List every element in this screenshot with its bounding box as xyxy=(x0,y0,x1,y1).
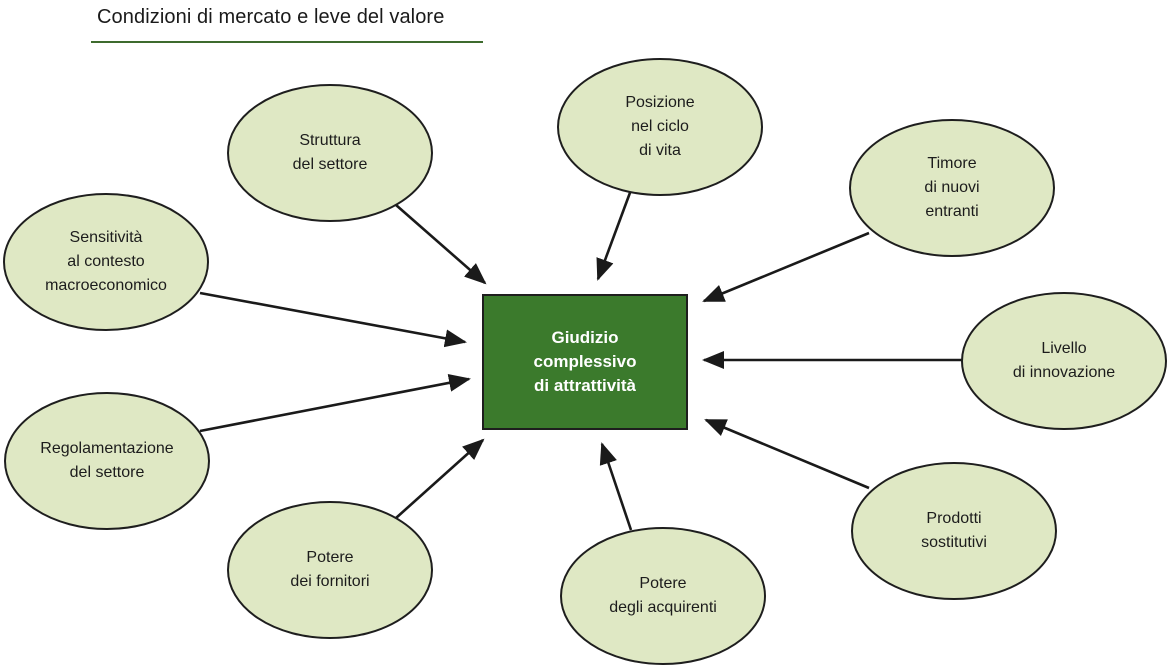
node-fornitori-line-1: Potere xyxy=(306,549,354,566)
arrows-layer xyxy=(199,189,963,531)
ellipse-livello xyxy=(961,292,1167,430)
node-regolamentazione-line-1: Regolamentazione xyxy=(40,440,174,457)
node-posizione-line-2: nel ciclo xyxy=(631,118,689,135)
title-underline xyxy=(91,41,483,43)
arrow-regolamentazione xyxy=(199,373,471,433)
node-livello-line-2: di innovazione xyxy=(1012,364,1116,381)
center-line-2: complessivo xyxy=(533,352,637,371)
ellipses-layer xyxy=(3,58,1167,665)
node-acquirenti-line-2: degli acquirenti xyxy=(609,599,717,616)
arrow-posizione xyxy=(596,189,633,281)
center-label: Giudizio complessivo di attrattività xyxy=(483,295,687,429)
node-acquirenti-line-1: Potere xyxy=(639,575,687,592)
arrow-acquirenti xyxy=(599,442,633,531)
node-timore-line-3: entranti xyxy=(925,203,979,220)
ellipse-regolamentazione xyxy=(4,392,210,530)
ellipse-posizione xyxy=(557,58,763,196)
node-sensitivita-line-2: al contesto xyxy=(67,253,145,270)
center-line-1: Giudizio xyxy=(551,328,619,347)
ellipse-struttura xyxy=(227,84,433,222)
node-posizione-line-3: di vita xyxy=(639,142,681,159)
node-fornitori-line-2: dei fornitori xyxy=(290,573,370,590)
node-sensitivita-line-3: macroeconomico xyxy=(45,277,167,294)
ellipse-prodotti xyxy=(851,462,1057,600)
node-livello-line-1: Livello xyxy=(1041,340,1087,357)
node-prodotti-label: Prodotti sostitutivi xyxy=(854,466,1054,596)
arrow-struttura xyxy=(395,204,487,285)
arrow-fornitori xyxy=(395,438,485,519)
node-regolamentazione-line-2: del settore xyxy=(69,464,145,481)
center-line-3: di attrattività xyxy=(533,376,637,395)
node-regolamentazione-label: Regolamentazione del settore xyxy=(7,396,207,526)
center-box xyxy=(482,294,688,430)
ellipse-timore xyxy=(849,119,1055,257)
node-struttura-label: Struttura del settore xyxy=(230,88,430,218)
diagram-title: Condizioni di mercato e leve del valore xyxy=(97,6,445,28)
node-timore-label: Timore di nuovi entranti xyxy=(852,123,1052,253)
node-posizione-line-1: Posizione xyxy=(625,94,695,111)
node-fornitori-label: Potere dei fornitori xyxy=(230,505,430,635)
arrow-prodotti xyxy=(704,418,870,490)
node-sensitivita-label: Sensitività al contesto macroeconomico xyxy=(6,197,206,327)
node-struttura-line-1: Struttura xyxy=(299,132,361,149)
ellipse-fornitori xyxy=(227,501,433,639)
node-struttura-line-2: del settore xyxy=(292,156,368,173)
node-prodotti-line-2: sostitutivi xyxy=(921,534,987,551)
arrow-timore xyxy=(702,231,870,303)
node-timore-line-2: di nuovi xyxy=(924,179,980,196)
node-sensitivita-line-1: Sensitività xyxy=(69,229,143,246)
node-livello-label: Livello di innovazione xyxy=(964,296,1164,426)
node-prodotti-line-1: Prodotti xyxy=(926,510,982,527)
arrow-sensitivita xyxy=(199,291,467,348)
node-timore-line-1: Timore xyxy=(927,155,977,172)
ellipse-acquirenti xyxy=(560,527,766,665)
node-acquirenti-label: Potere degli acquirenti xyxy=(563,531,763,661)
node-posizione-label: Posizione nel ciclo di vita xyxy=(560,62,760,192)
ellipse-sensitivita xyxy=(3,193,209,331)
